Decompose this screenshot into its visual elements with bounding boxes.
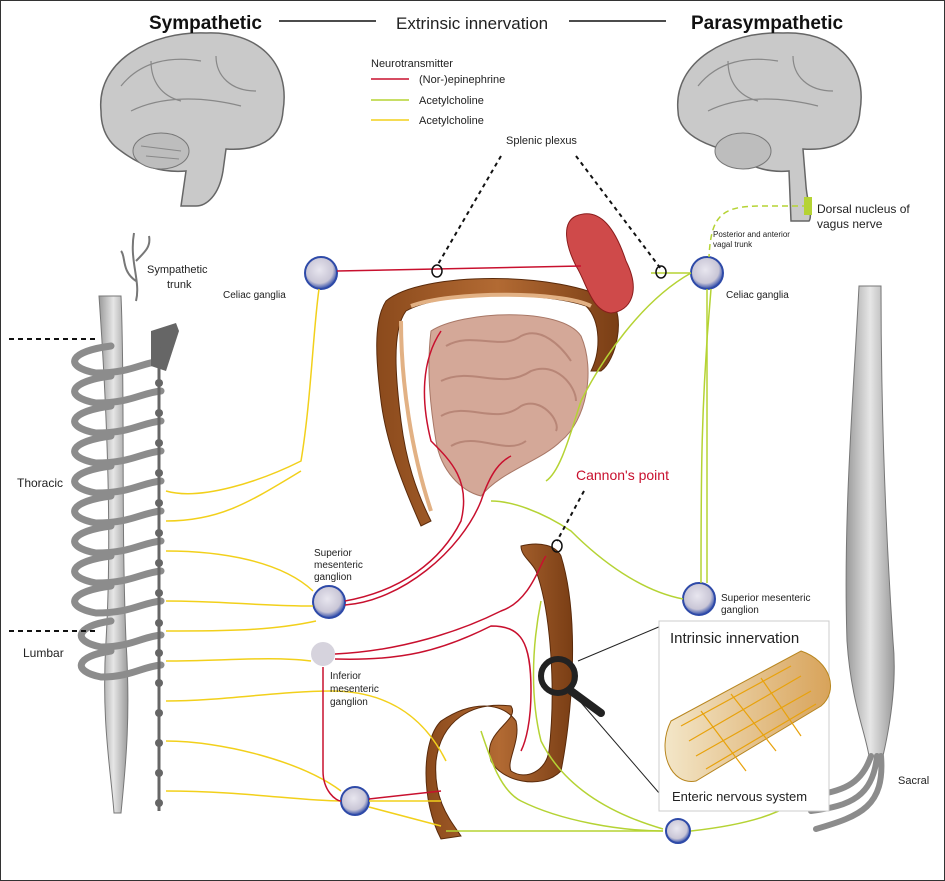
enteric-ganglion bbox=[665, 818, 691, 844]
label-celiac-ganglia-right: Celiac ganglia bbox=[726, 290, 789, 301]
acetylcholine-parasympathetic-fibers bbox=[446, 205, 808, 832]
label-inf-mes-line3: ganglion bbox=[330, 697, 368, 708]
label-inf-mes-line2: mesenteric bbox=[330, 684, 379, 695]
legend-title: Neurotransmitter bbox=[371, 58, 453, 70]
label-sup-mes-left-line3: ganglion bbox=[314, 572, 352, 583]
label-sup-mes-left-line2: mesenteric bbox=[314, 560, 363, 571]
label-dorsal-nucleus-line1: Dorsal nucleus of bbox=[817, 202, 910, 216]
label-sup-mes-right-line2: ganglion bbox=[721, 605, 759, 616]
superior-mesenteric-ganglion-right bbox=[682, 582, 716, 616]
label-lumbar: Lumbar bbox=[23, 646, 64, 660]
label-intrinsic-innervation: Intrinsic innervation bbox=[670, 630, 799, 647]
small-intestine bbox=[428, 314, 589, 497]
large-intestine bbox=[376, 278, 619, 840]
magnifier-icon bbox=[538, 625, 667, 802]
spinal-cord-right bbox=[808, 285, 895, 832]
label-sacral: Sacral bbox=[898, 775, 929, 787]
spleen bbox=[566, 213, 634, 314]
label-cannons-point: Cannon's point bbox=[576, 467, 669, 483]
title-sympathetic: Sympathetic bbox=[149, 13, 262, 34]
celiac-ganglion-right bbox=[690, 256, 724, 290]
legend-label-acetylcholine-symp: Acetylcholine bbox=[419, 115, 484, 127]
title-extrinsic-innervation: Extrinsic innervation bbox=[396, 14, 548, 33]
label-sup-mes-right-line1: Superior mesenteric bbox=[721, 593, 810, 604]
label-thoracic: Thoracic bbox=[17, 476, 63, 490]
label-vagal-trunk-line2: vagal trunk bbox=[713, 240, 753, 249]
plexus-marker-right bbox=[655, 265, 667, 279]
plexus-marker-left bbox=[431, 264, 443, 278]
brain-right-icon bbox=[677, 32, 862, 222]
superior-mesenteric-ganglion-left bbox=[312, 585, 346, 619]
celiac-ganglion-left bbox=[304, 256, 338, 290]
norepinephrine-fibers bbox=[322, 265, 582, 802]
spinal-nerves-left bbox=[71, 342, 165, 681]
acetylcholine-sympathetic-fibers bbox=[165, 288, 447, 827]
label-sup-mes-left-line1: Superior bbox=[314, 548, 352, 559]
label-enteric-nervous-system: Enteric nervous system bbox=[672, 789, 807, 804]
brain-left-icon bbox=[100, 32, 285, 207]
legend-label-acetylcholine-para: Acetylcholine bbox=[419, 95, 484, 107]
cannons-point-marker bbox=[551, 539, 563, 553]
title-parasympathetic: Parasympathetic bbox=[691, 13, 844, 34]
pelvic-ganglion bbox=[340, 786, 370, 816]
label-sympathetic-trunk-line1: Sympathetic bbox=[147, 264, 208, 276]
label-vagal-trunk-line1: Posterior and anterior bbox=[713, 230, 790, 239]
label-celiac-ganglia-left: Celiac ganglia bbox=[223, 290, 286, 301]
label-splenic-plexus: Splenic plexus bbox=[506, 135, 577, 147]
label-inf-mes-line1: Inferior bbox=[330, 671, 362, 682]
splenic-plexus-line-left bbox=[436, 155, 502, 267]
label-sympathetic-trunk-line2: trunk bbox=[167, 279, 192, 291]
legend-label-norepinephrine: (Nor-)epinephrine bbox=[419, 74, 505, 86]
inferior-mesenteric-ganglion bbox=[311, 642, 335, 666]
sympathetic-trunk-chain bbox=[120, 232, 179, 811]
cannons-point-line bbox=[556, 490, 585, 542]
intrinsic-inset bbox=[658, 620, 831, 812]
label-dorsal-nucleus-line2: vagus nerve bbox=[817, 217, 883, 231]
